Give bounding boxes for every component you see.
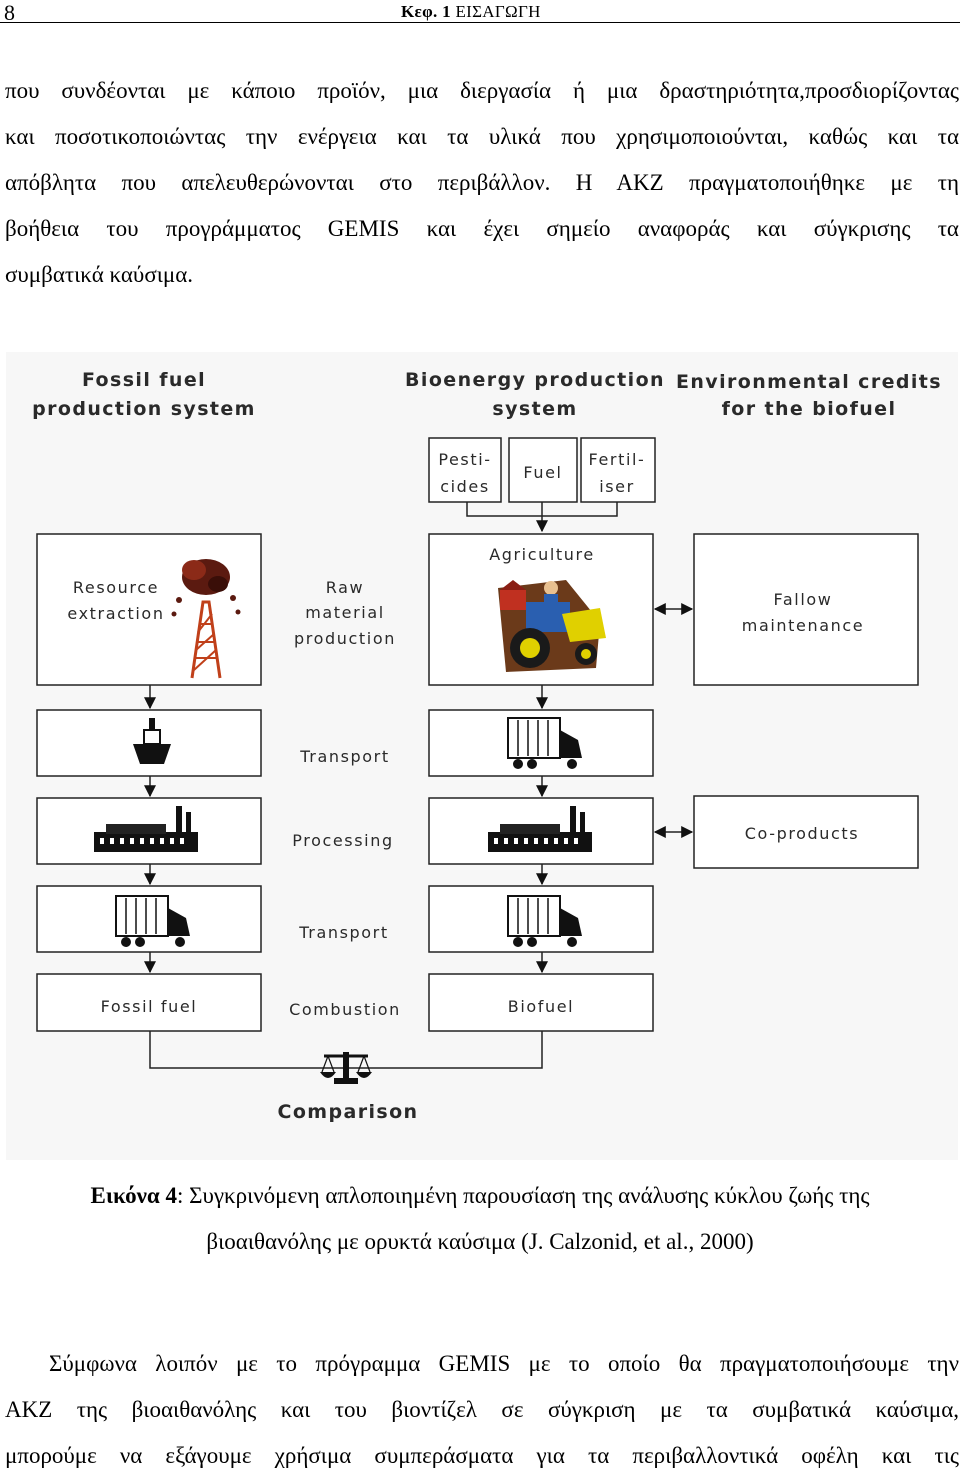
fallow-maintenance-label: maintenance — [742, 616, 864, 635]
fossil-fuel-box — [36, 973, 262, 1032]
resource-extraction-box — [36, 533, 262, 686]
agriculture-label: Agriculture — [489, 545, 595, 564]
running-title: Κεφ. 1 ΕΙΣΑΓΩΓΗ — [401, 2, 541, 22]
resource-extraction-label: extraction — [67, 604, 164, 623]
fertiliser-box — [580, 437, 656, 503]
fossil-fuel-label: Fossil fuel — [101, 997, 198, 1016]
bio-system-title: Bioenergy production — [405, 369, 665, 391]
caption-label: Εικόνα 4 — [90, 1183, 177, 1208]
fuel-input-box — [508, 437, 578, 503]
text-line: απόβλητα που απελευθερώνονται στο περιβά… — [5, 170, 959, 195]
comparison-label: Comparison — [278, 1101, 419, 1123]
fossil-system-title: Fossil fuel — [82, 369, 206, 391]
co-products-label: Co-products — [745, 824, 860, 843]
caption-line: Εικόνα 4: Συγκρινόμενη απλοποιημένη παρο… — [0, 1173, 960, 1219]
stage-raw-material: material — [305, 603, 385, 622]
lca-diagram: Fossil fuel production system Bioenergy … — [32, 369, 942, 1123]
pesticides-box — [428, 437, 502, 503]
factory-icon — [94, 806, 198, 852]
ship-icon — [133, 718, 171, 764]
tractor-icon — [498, 580, 606, 672]
stage-raw-material: production — [294, 629, 396, 648]
biofuel-box — [428, 973, 654, 1032]
stage-combustion: Combustion — [289, 1000, 401, 1019]
fallow-maintenance-box — [693, 533, 919, 686]
pesticides-label: cides — [440, 477, 490, 496]
text-line: που συνδέονται με κάποιο προϊόν, μια διε… — [5, 78, 959, 103]
figure-caption: Εικόνα 4: Συγκρινόμενη απλοποιημένη παρο… — [0, 1173, 960, 1265]
paragraph-gemis: Σύμφωνα λοιπόν με το πρόγραμμα GEMIS με … — [5, 1341, 959, 1479]
fertiliser-label: Fertil- — [589, 450, 646, 469]
stage-transport: Transport — [298, 923, 388, 942]
text-line: ΑΚΖ της βιοαιθανόλης και του βιοντίζελ σ… — [5, 1397, 959, 1422]
page-header: 8 Κεφ. 1 ΕΙΣΑΓΩΓΗ — [0, 0, 960, 25]
factory-icon — [488, 806, 592, 852]
biofuel-label: Biofuel — [508, 997, 574, 1016]
truck-icon — [507, 717, 582, 769]
truck-icon — [507, 895, 582, 947]
stage-processing: Processing — [292, 831, 393, 850]
fertiliser-label: iser — [599, 477, 635, 496]
lca-diagram-figure: Fossil fuel production system Bioenergy … — [6, 352, 958, 1160]
chapter-title: ΕΙΣΑΓΩΓΗ — [455, 2, 541, 21]
caption-text: : Συγκρινόμενη απλοποιημένη παρουσίαση τ… — [176, 1183, 870, 1208]
page-number: 8 — [4, 0, 15, 25]
env-credits-title: for the biofuel — [722, 398, 897, 420]
chapter-label: Κεφ. 1 — [401, 2, 451, 21]
fallow-maintenance-label: Fallow — [774, 590, 833, 609]
balance-scale-icon — [320, 1052, 372, 1084]
resource-extraction-label: Resource — [73, 578, 159, 597]
stage-raw-material: Raw — [326, 578, 364, 597]
text-line: συμβατικά καύσιμα. — [5, 262, 194, 287]
paragraph-intro: που συνδέονται με κάποιο προϊόν, μια διε… — [5, 68, 959, 298]
text-line: και ποσοτικοποιώντας την ενέργεια και τα… — [5, 124, 959, 149]
text-line: μπορούμε να εξάγουμε χρήσιμα συμπεράσματ… — [5, 1443, 959, 1468]
oil-rig-icon — [171, 559, 241, 679]
text-line: βοήθεια του προγράμματος GEMIS και έχει … — [5, 216, 959, 241]
text-line: Σύμφωνα λοιπόν με το πρόγραμμα GEMIS με … — [49, 1351, 959, 1376]
bio-system-title: system — [492, 398, 577, 420]
co-products-box — [693, 795, 919, 869]
truck-icon — [115, 895, 190, 947]
stage-transport: Transport — [299, 747, 389, 766]
fuel-input-label: Fuel — [523, 463, 562, 482]
env-credits-title: Environmental credits — [676, 371, 942, 393]
pesticides-label: Pesti- — [438, 450, 491, 469]
fossil-system-title: production system — [32, 398, 256, 420]
caption-line: βιοαιθανόλης με ορυκτά καύσιμα (J. Calzo… — [206, 1229, 754, 1254]
